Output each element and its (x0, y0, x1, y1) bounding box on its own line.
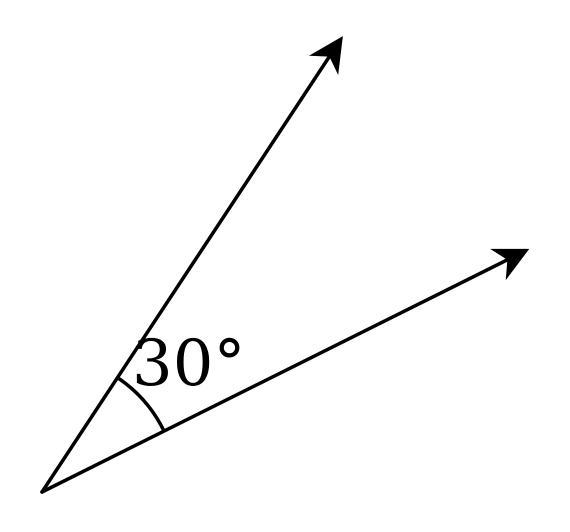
upper-ray (40, 36, 343, 494)
angle-label: 30° (132, 327, 245, 401)
lower-ray (40, 248, 530, 494)
angle-arc (117, 376, 166, 432)
